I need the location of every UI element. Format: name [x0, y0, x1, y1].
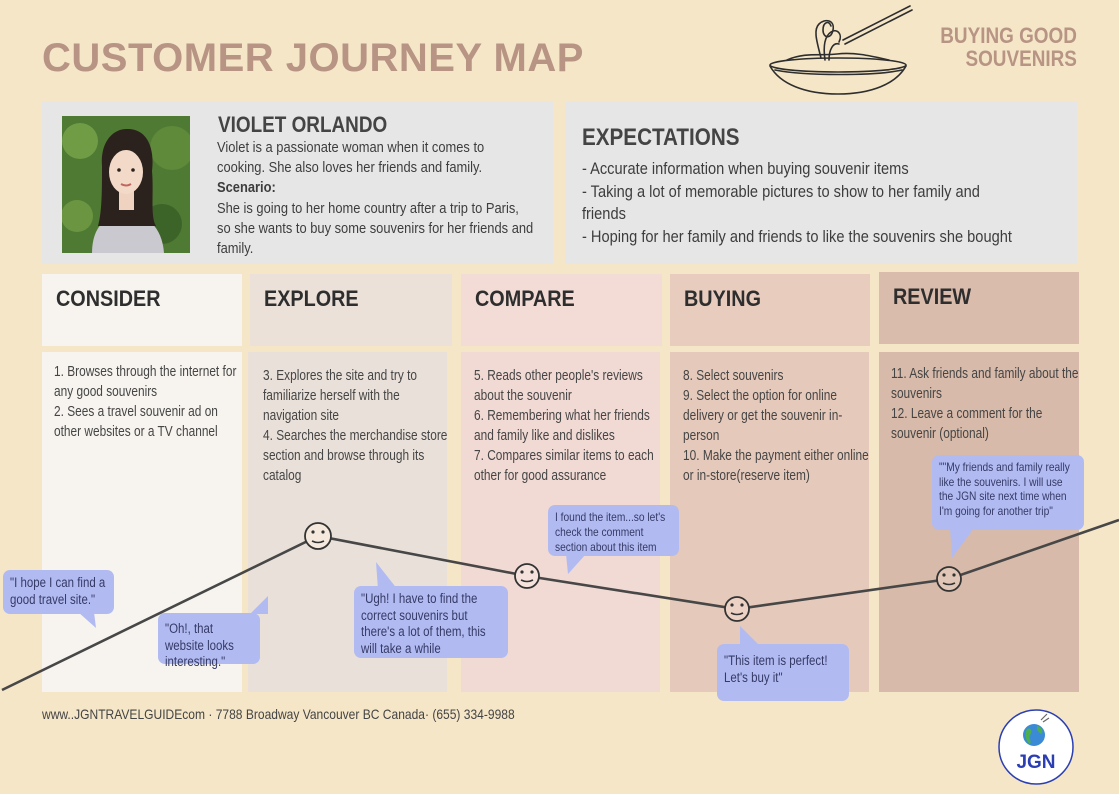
expectations-title: EXPECTATIONS	[582, 124, 740, 151]
expectation-item: - Accurate information when buying souve…	[582, 159, 909, 178]
expectations-panel	[565, 101, 1077, 264]
smiley-face-icon	[514, 563, 540, 589]
stage-header-explore: EXPLORE	[250, 274, 452, 346]
stage-step: 9. Select the option for online delivery…	[683, 388, 843, 444]
expectation-item: - Hoping for her family and friends to l…	[582, 226, 1012, 246]
stage-steps: 1. Browses through the internet for any …	[54, 362, 247, 442]
bubble-tail	[78, 612, 96, 628]
expectations-list: - Accurate information when buying souve…	[582, 158, 1012, 248]
stage-step: 4. Searches the merchandise store sectio…	[263, 428, 448, 484]
stage-body-buying: 8. Select souvenirs 9. Select the option…	[670, 352, 869, 692]
quote-bubble-explore: "Oh!, that website looks interesting."	[158, 613, 260, 669]
stage-steps: 8. Select souvenirs 9. Select the option…	[683, 366, 876, 486]
scenario-label: Scenario:	[217, 179, 276, 196]
bubble-tail	[740, 626, 760, 646]
subtitle: BUYING GOOD SOUVENIRS	[940, 23, 1077, 71]
stage-title: REVIEW	[893, 284, 972, 309]
persona-name: VIOLET ORLANDO	[218, 112, 388, 137]
smiley-face-icon	[304, 522, 332, 550]
stage-step: 12. Leave a comment for the souvenir (op…	[891, 406, 1043, 442]
smiley-face-icon	[724, 596, 750, 622]
stage-step: 11. Ask friends and family about the sou…	[891, 366, 1079, 402]
stage-header-review: REVIEW	[879, 272, 1079, 344]
stage-step: 5. Reads other people's reviews about th…	[474, 368, 643, 404]
stage-steps: 11. Ask friends and family about the sou…	[891, 364, 1084, 444]
expectation-item: - Taking a lot of memorable pictures to …	[582, 181, 980, 224]
persona-description: Violet is a passionate woman when it com…	[217, 139, 485, 176]
quote-bubble-consider: "I hope I can find a good travel site."	[3, 570, 114, 614]
stage-steps: 5. Reads other people's reviews about th…	[474, 366, 667, 486]
footer-contact: www..JGNTRAVELGUIDEcom · 7788 Broadway V…	[42, 706, 515, 722]
stage-title: BUYING	[684, 286, 762, 311]
stage-step: 2. Sees a travel souvenir ad on other we…	[54, 404, 218, 440]
globe-icon	[1023, 713, 1050, 746]
stage-step: 6. Remembering what her friends and fami…	[474, 408, 650, 444]
stage-title: EXPLORE	[264, 286, 359, 311]
stage-title: CONSIDER	[56, 286, 161, 311]
logo-text: JGN	[1016, 752, 1055, 773]
page-title: CUSTOMER JOURNEY MAP	[42, 36, 584, 80]
persona-avatar	[62, 116, 190, 253]
quote-bubble-review: ""My friends and family really like the …	[932, 455, 1084, 530]
bubble-tail	[566, 554, 586, 574]
quote-bubble-explore-compare: "Ugh! I have to find the correct souveni…	[354, 586, 508, 658]
stage-steps: 3. Explores the site and try to familiar…	[263, 366, 456, 486]
stage-title: COMPARE	[475, 286, 575, 311]
jgn-logo: JGN	[998, 709, 1074, 785]
stage-step: 3. Explores the site and try to familiar…	[263, 368, 417, 424]
noodle-bowl-icon	[769, 5, 913, 95]
stage-body-consider: 1. Browses through the internet for any …	[42, 352, 242, 692]
stage-step: 1. Browses through the internet for any …	[54, 364, 237, 400]
stage-header-buying: BUYING	[670, 274, 870, 346]
stage-header-compare: COMPARE	[461, 274, 662, 346]
smiley-face-icon	[936, 566, 962, 592]
bubble-tail	[250, 596, 268, 614]
quote-bubble-compare: I found the item...so let's check the co…	[548, 505, 679, 556]
scenario-text: She is going to her home country after a…	[217, 200, 534, 257]
quote-bubble-buying: "This item is perfect! Let's buy it"	[717, 644, 849, 701]
stage-header-consider: CONSIDER	[42, 274, 242, 346]
emotion-line	[1, 518, 1119, 692]
stage-step: 8. Select souvenirs	[683, 368, 784, 384]
bubble-tail	[376, 562, 398, 590]
stage-step: 10. Make the payment either online or in…	[683, 448, 869, 484]
bubble-tail	[950, 528, 974, 558]
stage-step: 7. Compares similar items to each other …	[474, 448, 654, 484]
